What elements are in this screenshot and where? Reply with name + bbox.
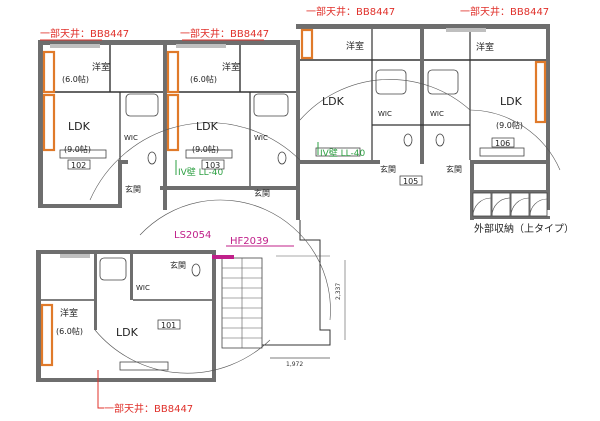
window-markers	[40, 28, 547, 367]
room-label-102: 洋室	[92, 61, 110, 73]
partitions	[41, 29, 546, 301]
ldk-label-103: LDK	[196, 120, 219, 133]
genkan-label-105: 玄関	[380, 164, 396, 174]
genkan-label-101: 玄関	[170, 260, 186, 270]
unit-102: 洋室 (6.0帖) LDK (9.0帖) WIC 玄関 102	[62, 61, 141, 194]
dimensions: 1,972 2,337	[270, 283, 342, 368]
exterior-storage	[472, 192, 548, 217]
wic-label-106: WIC	[430, 110, 444, 118]
unit-number-106: 106	[495, 139, 510, 148]
unit-101: 洋室 (6.0帖) LDK WIC 玄関 101	[56, 260, 186, 339]
dimension-width: 1,972	[286, 361, 303, 368]
room-label-106: 洋室	[476, 41, 494, 53]
room-label-101: 洋室	[60, 307, 78, 319]
ceiling-note-top-left-b: 一部天井：BB8447	[180, 27, 269, 40]
unit-number-102: 102	[71, 161, 86, 170]
unit-number-101: 101	[161, 321, 176, 330]
wic-label-105: WIC	[378, 110, 392, 118]
genkan-label-106: 玄関	[446, 164, 462, 174]
ldk-area-103: (9.0帖)	[192, 144, 219, 154]
ldk-label-106: LDK	[500, 95, 523, 108]
wic-label-102: WIC	[124, 134, 138, 142]
ceiling-notes: 一部天井：BB8447 一部天井：BB8447 一部天井：BB8447 一部天井…	[40, 5, 549, 415]
ldk-label-101: LDK	[116, 326, 139, 339]
unit-number-103: 103	[205, 161, 220, 170]
code-ls: LS2054	[174, 230, 211, 241]
wic-label-103: WIC	[254, 134, 268, 142]
ldk-label-105: LDK	[322, 95, 345, 108]
door-swings	[89, 79, 561, 374]
site-outline	[262, 220, 346, 359]
room-area-103: (6.0帖)	[190, 74, 217, 84]
ceiling-note-bottom-left: 一部天井：BB8447	[104, 402, 193, 415]
code-labels: LS2054 HF2039	[174, 230, 294, 259]
dimension-height: 2,337	[335, 283, 342, 300]
genkan-label-103: 玄関	[254, 188, 270, 198]
ldk-area-106: (9.0帖)	[496, 120, 523, 130]
unit-106: 洋室 LDK (9.0帖) WIC 玄関 106	[430, 41, 523, 174]
storage-label: 外部収納（上タイプ）	[474, 222, 574, 235]
room-label-103: 洋室	[222, 61, 240, 73]
room-label-105: 洋室	[346, 40, 364, 52]
wic-label-101: WIC	[136, 284, 150, 292]
ceiling-note-top-right-a: 一部天井：BB8447	[306, 5, 395, 18]
unit-105: 洋室 LDK WIC 玄関 105	[322, 40, 423, 186]
fixtures	[50, 28, 525, 371]
ceiling-note-top-right-b: 一部天井：BB8447	[460, 5, 549, 18]
partition-note-right: IV壁 LL-40	[320, 147, 366, 159]
unit-number-105: 105	[403, 177, 418, 186]
ldk-area-102: (9.0帖)	[64, 144, 91, 154]
code-hf: HF2039	[230, 236, 269, 247]
unit-103: 洋室 (6.0帖) LDK (9.0帖) WIC 玄関 103	[190, 61, 270, 198]
room-area-101: (6.0帖)	[56, 326, 83, 336]
genkan-label-102: 玄関	[125, 184, 141, 194]
walls	[36, 24, 550, 382]
ceiling-note-top-left-a: 一部天井：BB8447	[40, 27, 129, 40]
staircase	[221, 257, 263, 349]
ldk-label-102: LDK	[68, 120, 91, 133]
room-area-102: (6.0帖)	[62, 74, 89, 84]
